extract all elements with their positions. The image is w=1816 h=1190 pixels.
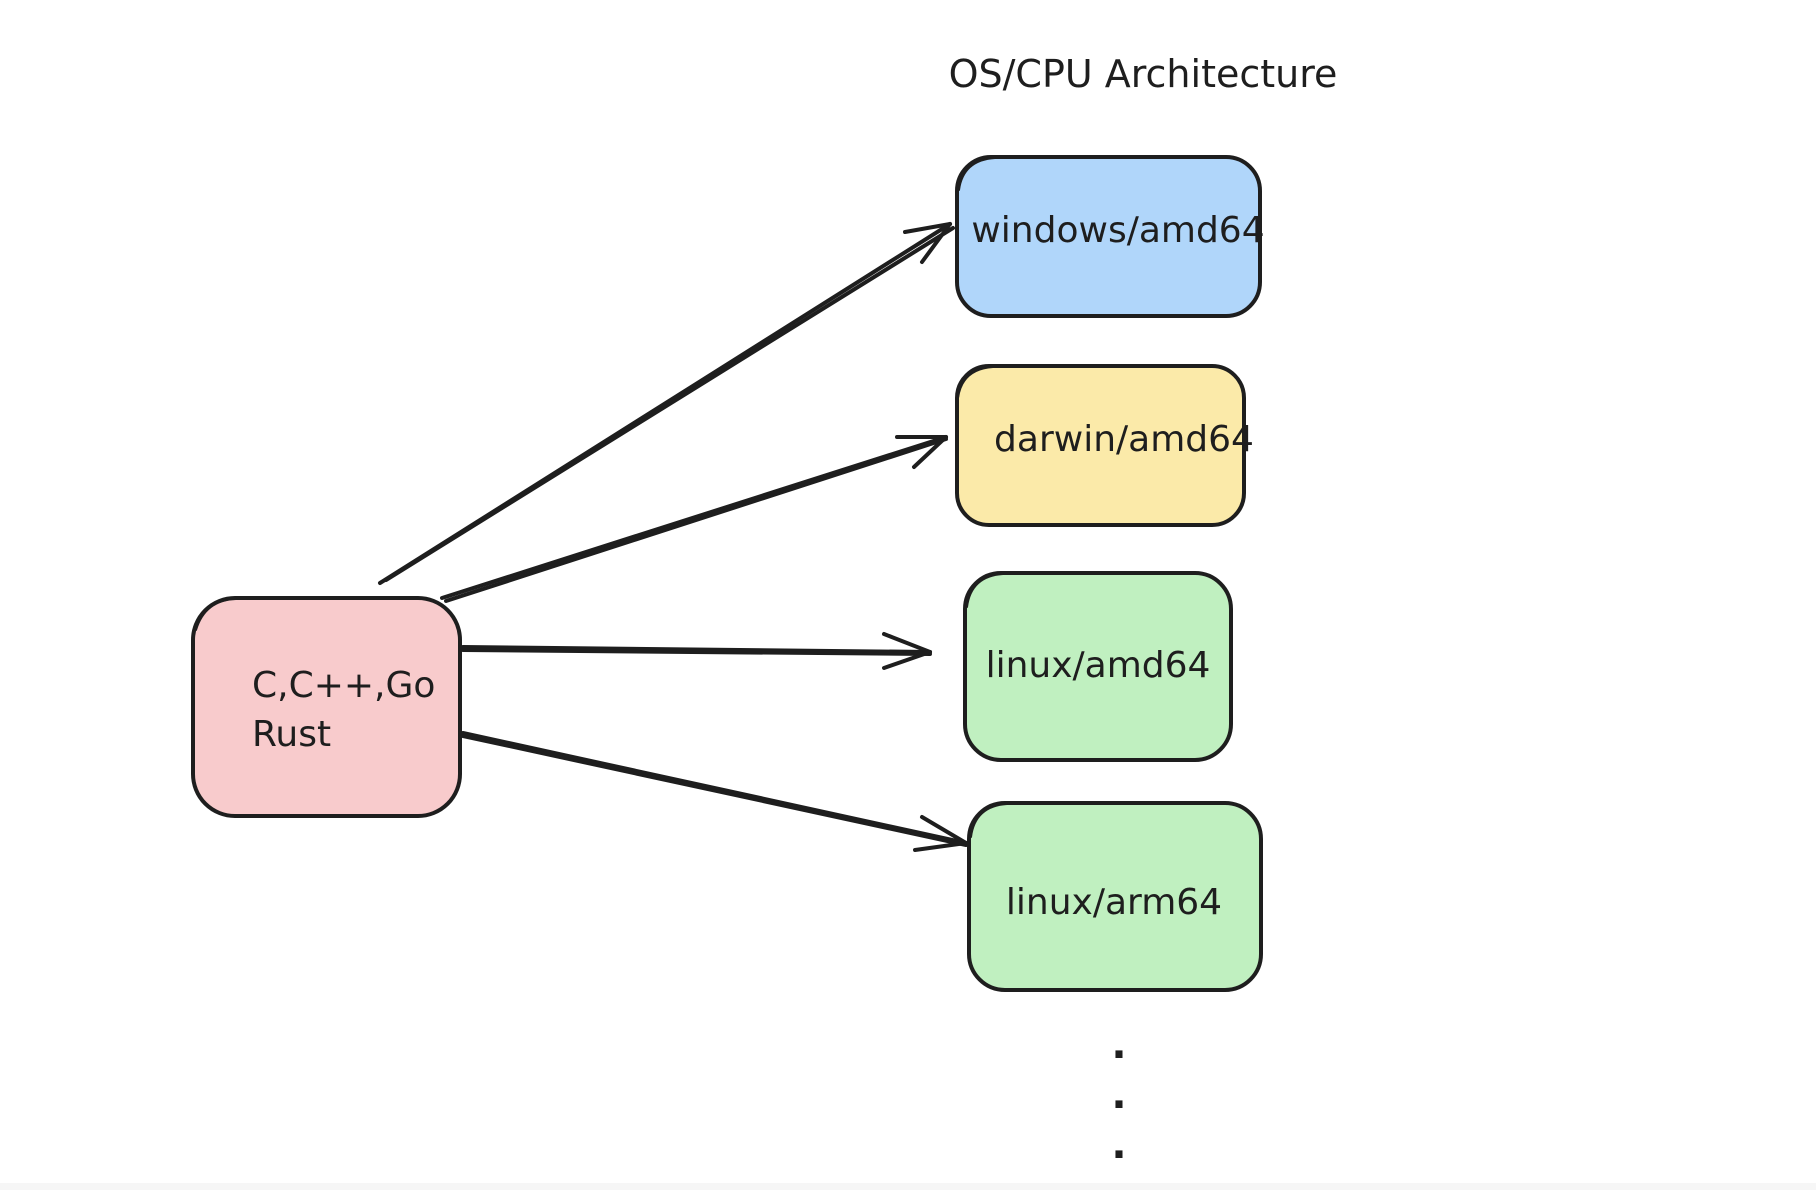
canvas-bottom-strip bbox=[0, 1183, 1816, 1190]
ellipsis-dot: · bbox=[1111, 1032, 1126, 1078]
source-label-line-1: C,C++,Go bbox=[252, 665, 435, 706]
target-box-shape bbox=[963, 571, 1233, 762]
target-label: linux/amd64 bbox=[986, 645, 1211, 686]
arrow-to-windows-amd64 bbox=[378, 222, 955, 585]
target-box-darwin-amd64: darwin/amd64 bbox=[955, 364, 1254, 527]
arrow-to-linux-amd64 bbox=[461, 632, 932, 670]
ellipsis-dot: · bbox=[1111, 1082, 1126, 1128]
target-box-shape bbox=[955, 155, 1262, 318]
target-label: windows/amd64 bbox=[971, 210, 1264, 251]
more-targets-ellipsis: · · · bbox=[1111, 1032, 1126, 1178]
target-box-linux-amd64: linux/amd64 bbox=[963, 571, 1233, 762]
target-box-windows-amd64: windows/amd64 bbox=[955, 155, 1265, 318]
source-label-line-2: Rust bbox=[252, 714, 331, 755]
target-box-shape bbox=[955, 364, 1246, 527]
target-label: darwin/amd64 bbox=[994, 419, 1254, 460]
source-languages-box: C,C++,Go Rust bbox=[191, 596, 462, 818]
target-box-shape bbox=[967, 801, 1263, 992]
arrow-to-linux-arm64 bbox=[461, 731, 968, 852]
diagram-title: OS/CPU Architecture bbox=[949, 52, 1338, 96]
source-box-shape bbox=[191, 596, 462, 818]
target-box-linux-arm64: linux/arm64 bbox=[967, 801, 1263, 992]
arrow-to-darwin-amd64 bbox=[440, 435, 948, 603]
target-label: linux/arm64 bbox=[1006, 882, 1222, 923]
ellipsis-dot: · bbox=[1111, 1132, 1126, 1178]
